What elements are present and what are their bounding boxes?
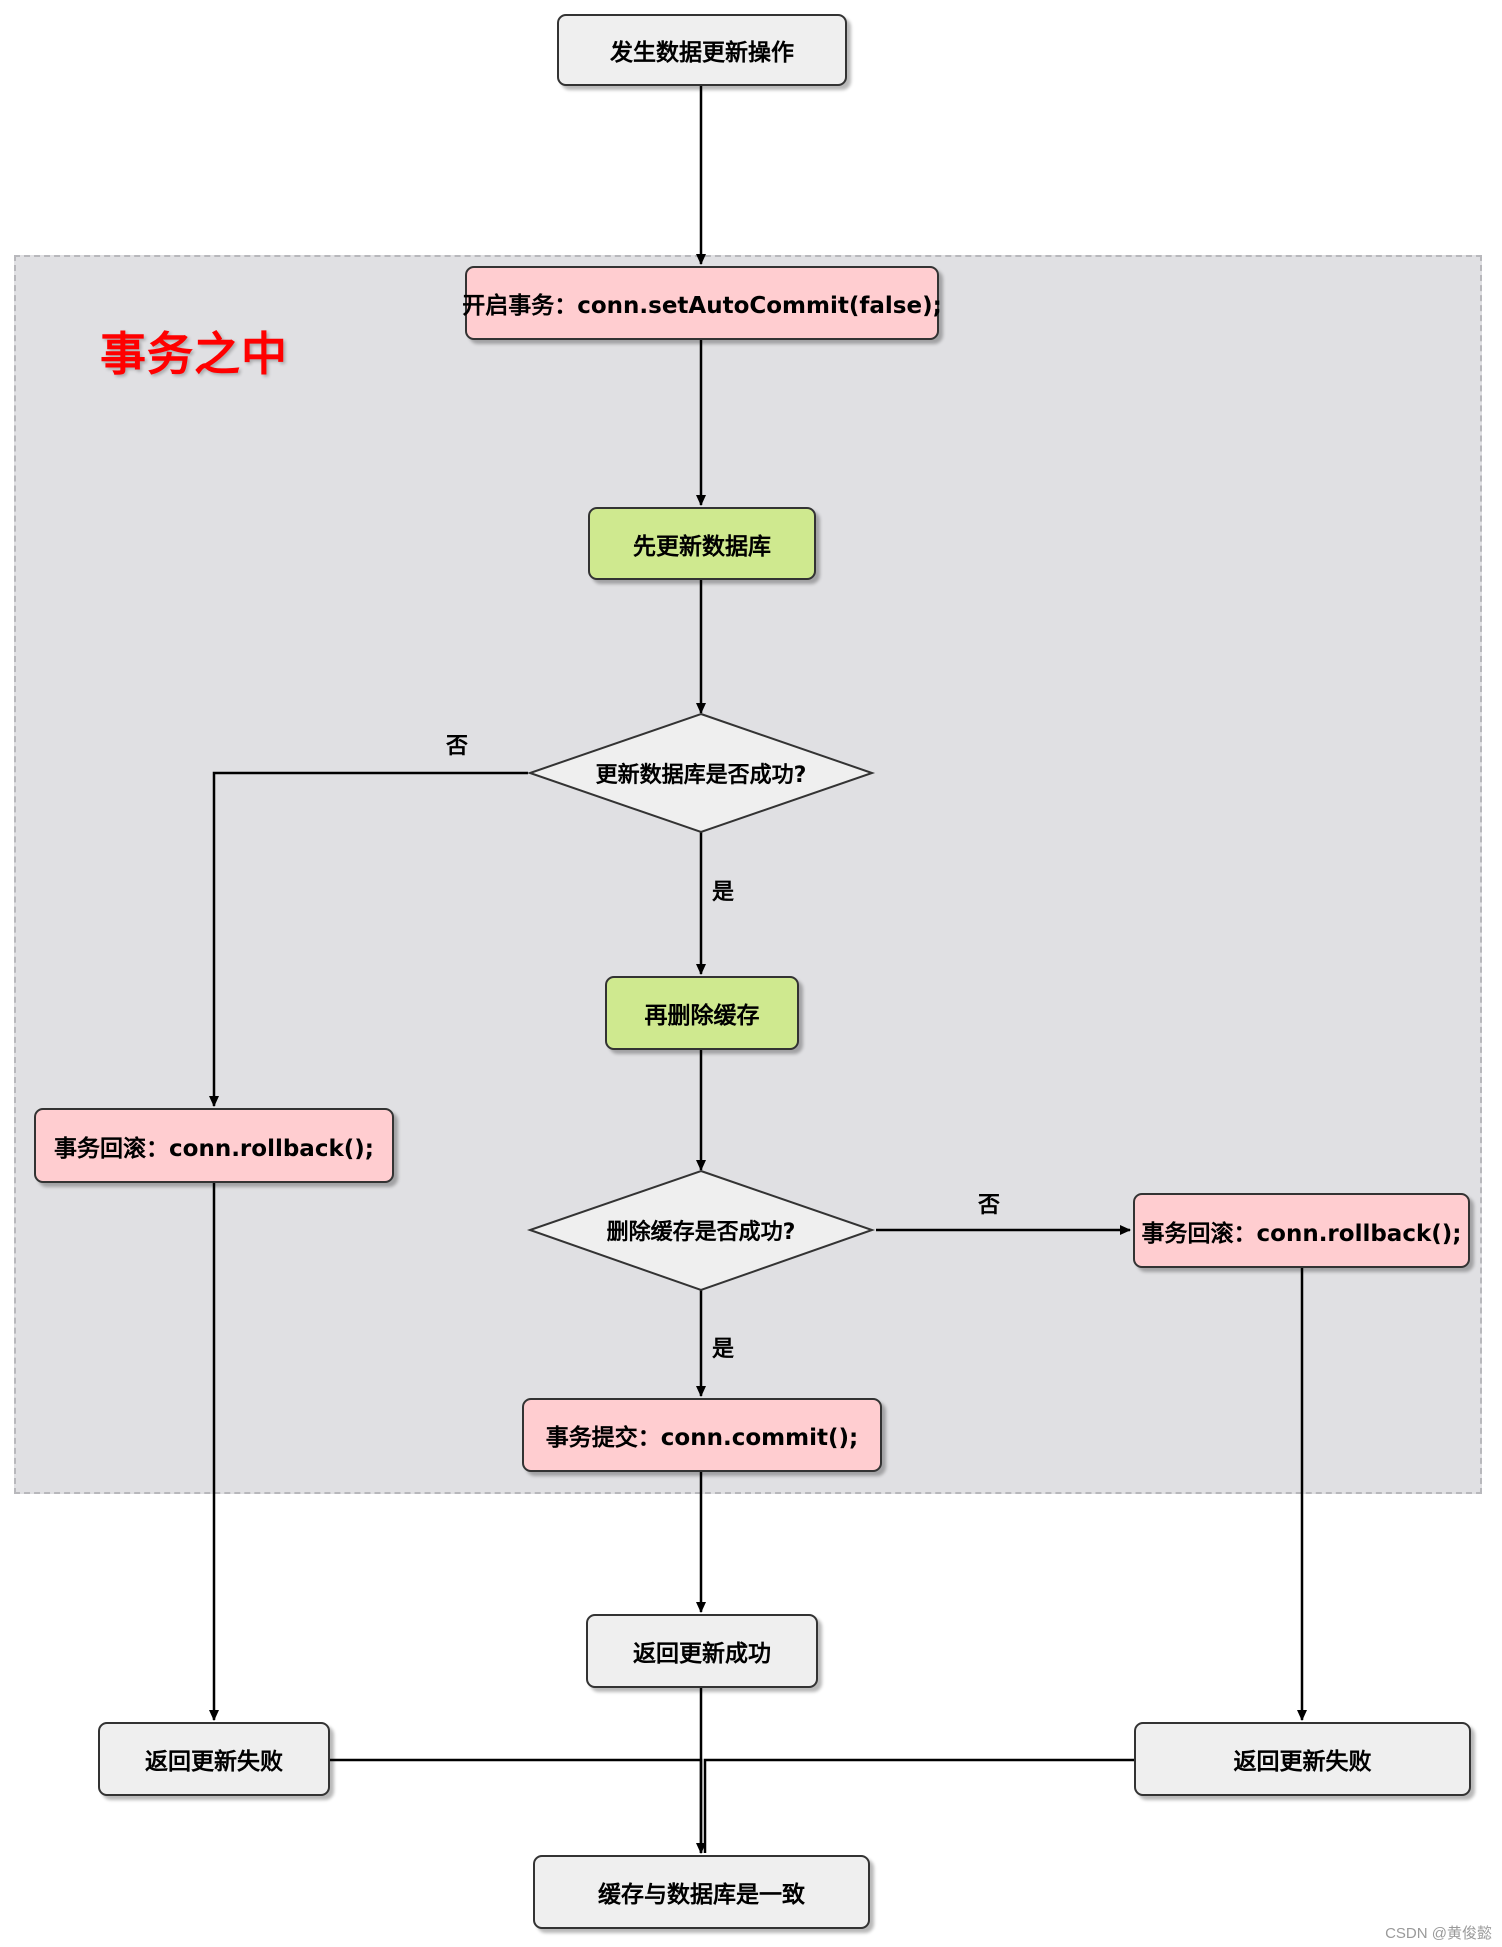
node-return-fail-right: 返回更新失败 (1134, 1722, 1471, 1796)
node-rollback-left: 事务回滚：conn.rollback(); (34, 1108, 394, 1183)
decision-update-shape (526, 712, 876, 834)
node-rollback-right: 事务回滚：conn.rollback(); (1133, 1193, 1470, 1268)
edge-fail-right-to-consistent (703, 1758, 1134, 1853)
node-start: 发生数据更新操作 (557, 14, 847, 86)
node-return-success: 返回更新成功 (586, 1614, 818, 1688)
edge-fail-left-to-consistent (330, 1758, 703, 1853)
decision-delete-label: 删除缓存是否成功? (606, 1220, 796, 1245)
decision-update-label: 更新数据库是否成功? (595, 763, 807, 788)
edge-update-no (209, 771, 528, 1107)
node-return-fail-left: 返回更新失败 (98, 1722, 330, 1796)
watermark: CSDN @黄俊懿 (1385, 1925, 1492, 1942)
edge-label-update-yes: 是 (712, 880, 735, 905)
node-delete-cache: 再删除缓存 (605, 976, 799, 1050)
decision-delete-shape (526, 1169, 876, 1292)
node-update-database: 先更新数据库 (588, 507, 816, 580)
node-consistent: 缓存与数据库是一致 (533, 1855, 870, 1929)
region-label: 事务之中 (100, 327, 288, 381)
node-commit: 事务提交：conn.commit(); (522, 1398, 882, 1472)
edge-label-delete-no: 否 (978, 1193, 1001, 1218)
transaction-region (14, 255, 1482, 1494)
node-begin-transaction: 开启事务：conn.setAutoCommit(false); (462, 266, 942, 340)
edge-label-delete-yes: 是 (712, 1337, 735, 1362)
edge-label-update-no: 否 (446, 734, 469, 759)
